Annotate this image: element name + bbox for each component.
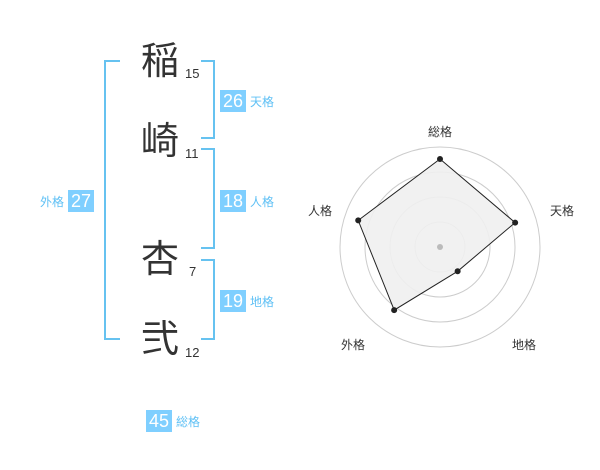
gaikaku-label: 外格 [40, 194, 65, 209]
tenkaku-label: 天格 [250, 94, 275, 109]
jinkaku-value: 18 [220, 190, 247, 212]
gaikaku-bracket [104, 60, 120, 340]
name-char-1: 稲 [141, 39, 180, 83]
radar-label-bottom-right: 地格 [512, 338, 537, 352]
stroke-count-4: 12 [185, 345, 200, 360]
gaikaku-score: 外格 27 [40, 190, 95, 212]
chikaku-score: 19 地格 [220, 290, 274, 312]
soukaku-label: 総格 [176, 414, 201, 429]
stroke-count-2: 11 [185, 146, 199, 161]
radar-point-gaikaku [391, 307, 398, 314]
radar-ring-1 [414, 221, 466, 273]
radar-point-tenkaku [512, 219, 519, 226]
tenkaku-score: 26 天格 [220, 90, 274, 112]
radar-point-chikaku [454, 268, 461, 275]
chikaku-label: 地格 [250, 294, 275, 309]
radar-polygon [357, 158, 516, 311]
stroke-count-3: 7 [189, 264, 197, 279]
jinkaku-score: 18 人格 [220, 190, 274, 212]
soukaku-value: 45 [146, 410, 173, 432]
radar-ring-3 [364, 171, 516, 323]
chikaku-bracket [201, 259, 215, 340]
chikaku-value: 19 [220, 290, 247, 312]
radar-label-bottom-left: 外格 [341, 338, 366, 352]
tenkaku-bracket [201, 60, 215, 139]
radar-center-dot [437, 244, 443, 250]
name-char-3: 杏 [141, 237, 180, 281]
soukaku-score: 45 総格 [146, 410, 200, 432]
radar-point-soukaku [437, 156, 443, 162]
radar-label-top: 総格 [428, 125, 453, 139]
gaikaku-value: 27 [68, 190, 95, 212]
name-char-2: 崎 [141, 119, 180, 163]
name-char-4: 弐 [141, 317, 180, 361]
jinkaku-label: 人格 [250, 194, 275, 209]
stroke-count-1: 15 [185, 66, 200, 81]
radar-point-jinkaku [355, 217, 362, 224]
tenkaku-value: 26 [220, 90, 247, 112]
radar-label-left: 人格 [308, 204, 333, 218]
radar-label-right: 天格 [550, 204, 575, 218]
radar-ring-2 [389, 196, 491, 298]
jinkaku-bracket [201, 148, 215, 249]
radar-ring-4 [339, 146, 541, 348]
